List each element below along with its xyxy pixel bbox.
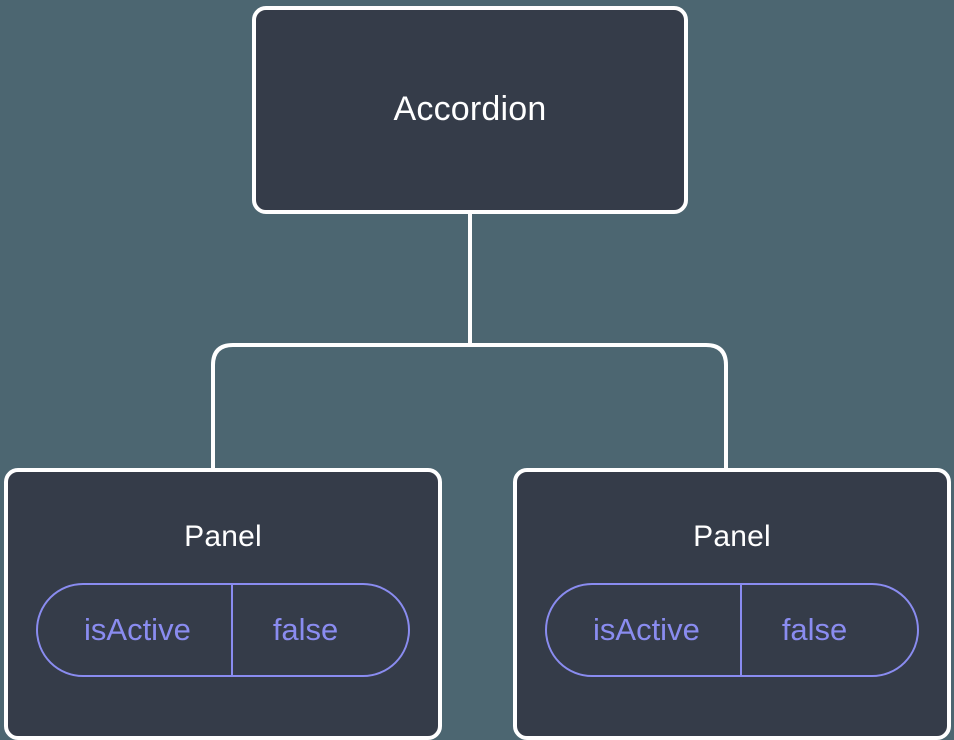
state-value-right: false [739, 585, 893, 675]
node-panel-left-label: Panel [184, 520, 262, 553]
node-panel-right[interactable]: Panel isActive false [513, 468, 951, 740]
node-accordion[interactable]: Accordion [252, 6, 688, 214]
state-badge-right[interactable]: isActive false [545, 583, 919, 677]
state-badge-left[interactable]: isActive false [36, 583, 410, 677]
connector-to-right-panel [470, 343, 728, 470]
node-panel-left[interactable]: Panel isActive false [4, 468, 442, 740]
state-key-left: isActive [84, 612, 191, 647]
connector-to-left-panel [211, 343, 470, 470]
node-accordion-label: Accordion [393, 90, 547, 129]
node-panel-right-label: Panel [693, 520, 771, 553]
state-key-right: isActive [593, 612, 700, 647]
state-value-left: false [230, 585, 384, 675]
